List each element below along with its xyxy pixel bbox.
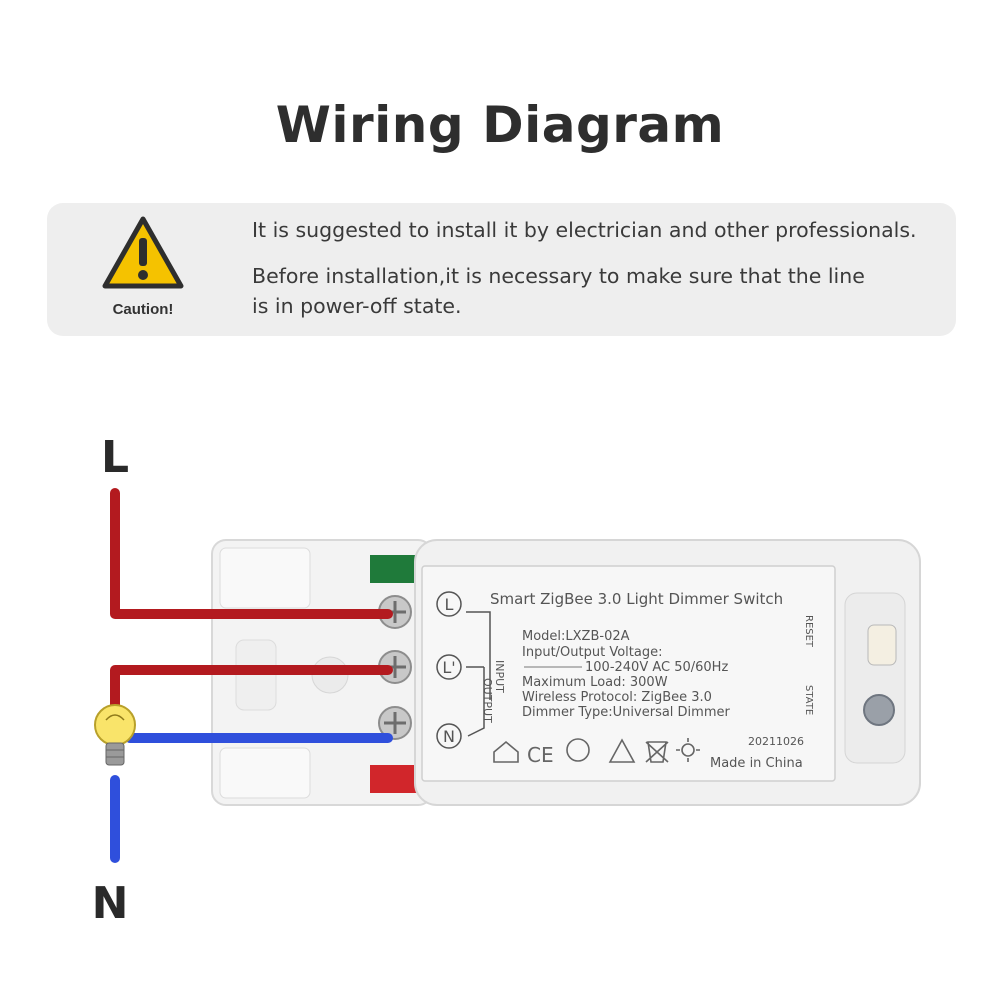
light-bulb-icon bbox=[94, 704, 136, 766]
bulb-sun-icon bbox=[681, 743, 695, 757]
device-label-text: Smart ZigBee 3.0 Light Dimmer Switch Mod… bbox=[490, 590, 814, 771]
neutral-label: N bbox=[92, 878, 129, 929]
rcm-mark-icon bbox=[608, 738, 636, 763]
input-label: INPUT bbox=[493, 660, 506, 693]
device-model: Model:LXZB-02A bbox=[522, 629, 630, 644]
wiring-diagram: L L' N INPUT OUTPUT Smart ZigBee 3.0 Lig… bbox=[92, 432, 921, 929]
device-dimmer-type: Dimmer Type:Universal Dimmer bbox=[522, 705, 730, 720]
caution-panel: Caution! It is suggested to install it b… bbox=[47, 203, 956, 336]
wires bbox=[110, 488, 393, 863]
ce-mark-icon: CE bbox=[527, 743, 554, 767]
live-label: L bbox=[101, 432, 129, 483]
page-title: Wiring Diagram bbox=[275, 96, 725, 154]
device-max-load: Maximum Load: 300W bbox=[522, 675, 668, 690]
caution-label: Caution! bbox=[112, 301, 174, 318]
device-date-code: 20211026 bbox=[748, 735, 804, 748]
live-wire bbox=[110, 488, 393, 619]
terminal-markings bbox=[436, 591, 491, 749]
caution-note-1: It is suggested to install it by electri… bbox=[252, 218, 917, 242]
reset-label: RESET bbox=[803, 615, 814, 648]
device-main-housing bbox=[414, 539, 921, 806]
certification-marks: CE bbox=[493, 738, 700, 767]
weee-bin-icon bbox=[645, 741, 669, 763]
device-voltage-value: 100-240V AC 50/60Hz bbox=[585, 660, 728, 675]
terminal-l-prime-label: L' bbox=[442, 658, 455, 677]
terminal-n-label: N bbox=[443, 727, 455, 746]
device-name: Smart ZigBee 3.0 Light Dimmer Switch bbox=[490, 590, 783, 608]
output-label: OUTPUT bbox=[481, 678, 494, 723]
state-label: STATE bbox=[803, 685, 814, 715]
device-voltage-label: Input/Output Voltage: bbox=[522, 645, 662, 660]
device-origin: Made in China bbox=[710, 756, 803, 771]
caution-note-2: Before installation,it is necessary to m… bbox=[252, 264, 865, 318]
warning-triangle-icon bbox=[102, 216, 184, 289]
device-protocol: Wireless Protocol: ZigBee 3.0 bbox=[522, 690, 712, 705]
terminal-screw-bottom bbox=[378, 706, 412, 740]
terminal-l-label: L bbox=[445, 595, 454, 614]
etl-mark-icon bbox=[566, 738, 590, 762]
house-icon bbox=[493, 740, 519, 763]
